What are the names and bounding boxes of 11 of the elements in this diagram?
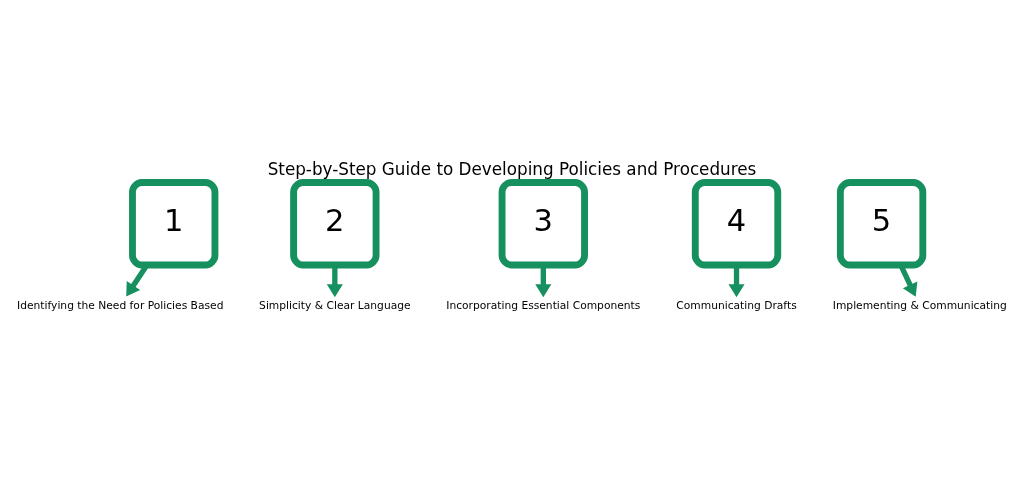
diagram-title: Step-by-Step Guide to Developing Policies and Procedures xyxy=(267,158,757,179)
node-box: 1 xyxy=(129,178,219,268)
node-text: Simplicity & Clear Language xyxy=(259,298,411,312)
node-box: 4 xyxy=(691,178,782,268)
node-box: 5 xyxy=(836,178,927,268)
node-box: 3 xyxy=(498,178,588,268)
node-text: Identifying the Need for Policies Based xyxy=(17,298,224,312)
node-text: Implementing & Communicating xyxy=(832,298,1007,312)
node-text: Communicating Drafts xyxy=(676,298,797,312)
node-text: Incorporating Essential Components xyxy=(446,298,641,312)
node-box: 2 xyxy=(290,178,380,268)
